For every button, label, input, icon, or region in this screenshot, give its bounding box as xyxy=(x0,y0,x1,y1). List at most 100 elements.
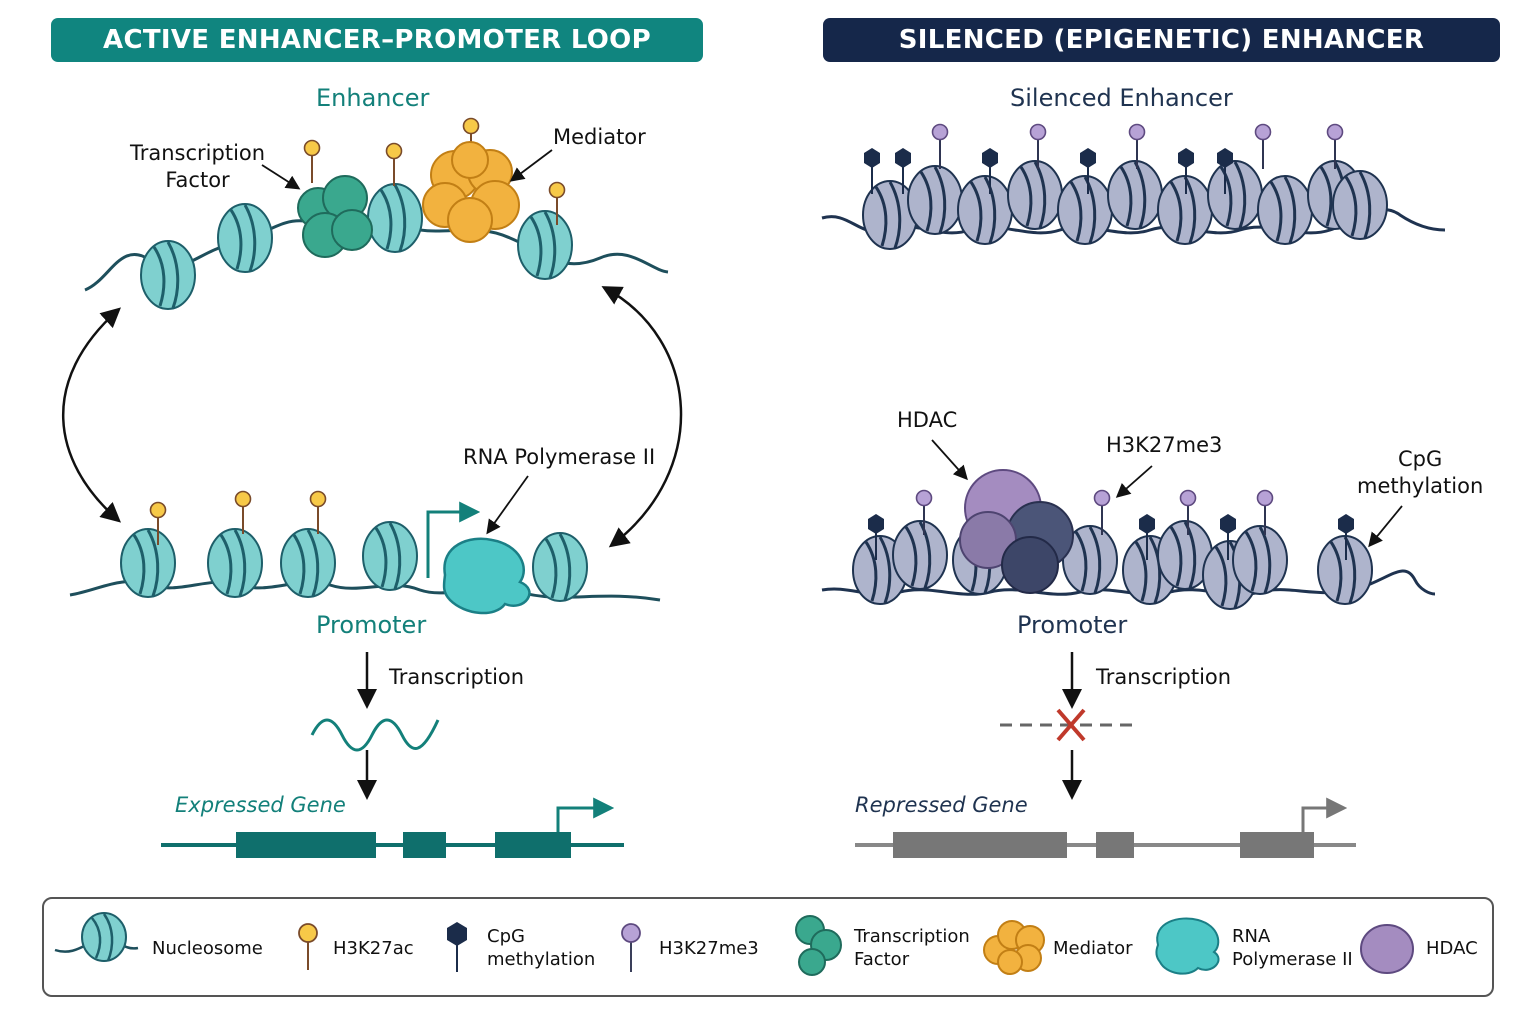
h3k27ac-mark xyxy=(303,139,321,183)
hdac-pointer-arrow xyxy=(931,439,968,481)
nucleosome xyxy=(1057,175,1113,245)
legend-h3k27ac-label: H3K27ac xyxy=(333,938,414,959)
h3k27me3-mark xyxy=(1326,123,1344,169)
transcription-label-silenced: Transcription xyxy=(1096,665,1232,689)
silenced-enhancer-label: Silenced Enhancer xyxy=(1010,84,1233,112)
cpg-methylation-mark xyxy=(868,514,884,560)
nucleosome xyxy=(120,528,176,598)
transcription-factor-label: Transcription Factor xyxy=(130,141,266,192)
h3k27ac-mark xyxy=(234,490,252,534)
nucleosome xyxy=(1062,525,1118,595)
nucleosome xyxy=(140,240,196,310)
transcription-factor-shape xyxy=(297,175,373,258)
promoter-label-active: Promoter xyxy=(316,611,427,639)
h3k27ac-mark xyxy=(385,142,403,186)
legend-hdac-label: HDAC xyxy=(1426,938,1478,959)
promoter-label-silenced: Promoter xyxy=(1017,611,1128,639)
nucleosome xyxy=(217,203,273,273)
nucleosome xyxy=(1007,160,1063,230)
repressed-gene-track xyxy=(855,797,1356,858)
nucleosome xyxy=(1107,160,1163,230)
nucleosome xyxy=(367,183,423,253)
legend-transcription-factor-label: Transcription Factor xyxy=(854,926,970,970)
loop-arrow-left xyxy=(61,307,121,523)
expressed-gene-label: Expressed Gene xyxy=(175,793,346,817)
active-nucleosomes xyxy=(120,117,588,602)
hdac-complex-shape xyxy=(959,469,1074,594)
nucleosome xyxy=(907,165,963,235)
h3k27ac-mark xyxy=(309,490,327,534)
active-panel-title: ACTIVE ENHANCER–PROMOTER LOOP xyxy=(51,18,703,62)
h3k27me3-mark xyxy=(1029,123,1047,169)
h3k27me3-mark xyxy=(1256,489,1274,535)
legend-cpg-methylation-icon xyxy=(447,922,467,972)
nucleosome xyxy=(517,210,573,280)
nucleosome xyxy=(280,528,336,598)
repressed-gene-label: Repressed Gene xyxy=(855,793,1028,817)
cpg-methylation-mark xyxy=(895,148,911,194)
nucleosome xyxy=(892,520,948,590)
nucleosome xyxy=(207,528,263,598)
legend-cpg-label: CpG methylation xyxy=(487,926,596,970)
h3k27me3-mark xyxy=(915,489,933,535)
transcription-label-active: Transcription xyxy=(389,665,525,689)
legend-box xyxy=(42,897,1494,997)
cpg-methylation-mark xyxy=(1178,148,1194,194)
nucleosome xyxy=(1232,525,1288,595)
mediator-shape xyxy=(422,141,520,243)
loop-arrow-right xyxy=(601,286,683,548)
cpg-methylation-label: CpG methylation xyxy=(1357,447,1484,498)
expressed-gene-track xyxy=(161,797,624,858)
h3k27me3-mark xyxy=(1254,123,1272,169)
cpg-methylation-mark xyxy=(1139,514,1155,560)
rna-polymerase-shape xyxy=(442,537,531,615)
hdac-label: HDAC xyxy=(897,408,958,432)
legend-nucleosome-label: Nucleosome xyxy=(152,938,263,959)
nucleosome xyxy=(1207,160,1263,230)
h3k27me3-mark xyxy=(1179,489,1197,535)
cpg-methylation-mark xyxy=(1080,148,1096,194)
legend-hdac-icon xyxy=(1360,924,1414,974)
h3k27me3-mark xyxy=(1093,489,1111,535)
enhancer-label: Enhancer xyxy=(316,84,430,112)
nucleosome xyxy=(1157,175,1213,245)
silenced-nucleosomes xyxy=(852,123,1388,610)
legend-h3k27ac-icon xyxy=(298,923,318,970)
legend-rna-polymerase-label: RNA Polymerase II xyxy=(1232,926,1353,970)
rnapol-pointer-arrow xyxy=(486,475,529,535)
tf-pointer-arrow xyxy=(261,164,301,190)
nucleosome xyxy=(1332,170,1388,240)
cpg-methylation-mark xyxy=(1338,514,1354,560)
h3k27ac-mark xyxy=(149,501,167,545)
nucleosome xyxy=(1257,175,1313,245)
cpg-methylation-mark xyxy=(1220,514,1236,560)
legend-mediator-icon xyxy=(983,920,1045,975)
legend-nucleosome-icon xyxy=(54,912,139,962)
legend-rna-polymerase-icon xyxy=(1155,917,1220,975)
rna-polymerase-label: RNA Polymerase II xyxy=(463,445,656,469)
mediator-pointer-arrow xyxy=(509,149,553,182)
cpg-pointer-arrow xyxy=(1368,505,1403,548)
nucleosome xyxy=(532,532,588,602)
nucleosome xyxy=(362,521,418,591)
h3k27ac-mark xyxy=(548,181,566,225)
silenced-panel-title: SILENCED (EPIGENETIC) ENHANCER xyxy=(823,18,1500,62)
legend-mediator-label: Mediator xyxy=(1053,938,1133,959)
h3k27me3-mark xyxy=(1128,123,1146,169)
h3k27me3-label: H3K27me3 xyxy=(1106,433,1223,457)
promoter-tss-arrow xyxy=(426,501,481,578)
nucleosome xyxy=(1157,520,1213,590)
h3k27me3-mark xyxy=(931,123,949,169)
mediator-label: Mediator xyxy=(553,125,646,149)
legend-h3k27me3-label: H3K27me3 xyxy=(659,938,759,959)
nucleosome xyxy=(957,175,1013,245)
nucleosome xyxy=(862,180,918,250)
cpg-methylation-mark xyxy=(1217,148,1233,194)
legend-transcription-factor-icon xyxy=(795,915,842,976)
legend-h3k27me3-icon xyxy=(621,923,641,972)
h3k27me3-pointer-arrow xyxy=(1115,465,1153,498)
cpg-methylation-mark xyxy=(864,148,880,194)
cpg-methylation-mark xyxy=(982,148,998,194)
mrna-wave xyxy=(310,718,440,752)
